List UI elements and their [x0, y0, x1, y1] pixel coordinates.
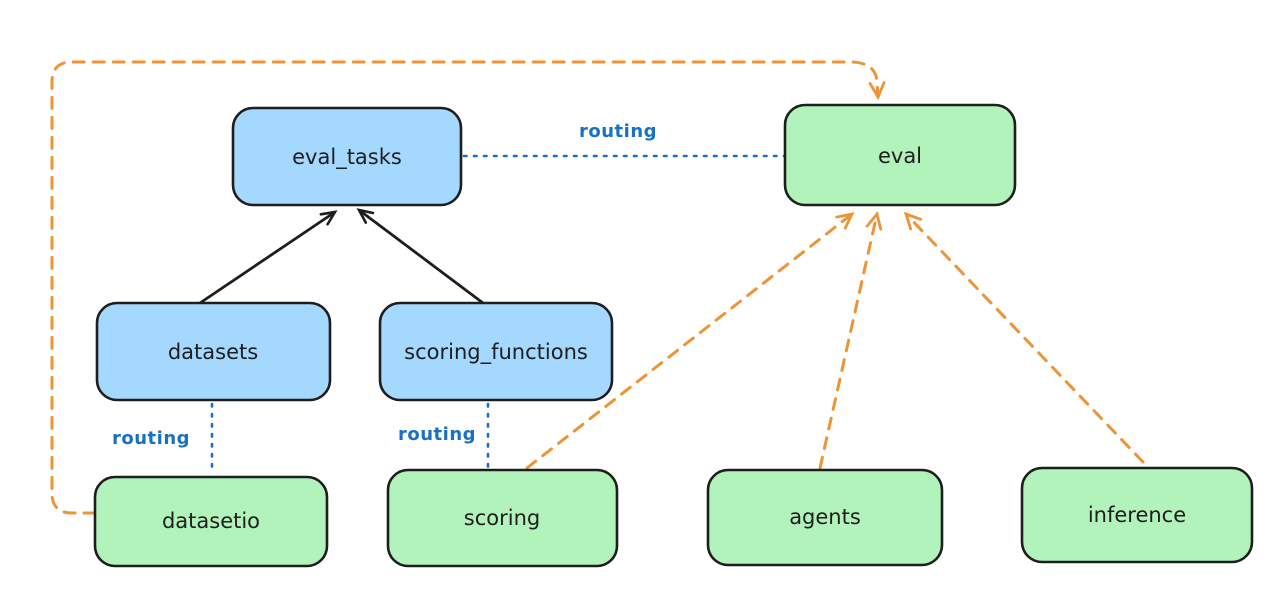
edge-inference-to-eval — [903, 211, 1145, 464]
node-eval: eval — [783, 103, 1017, 207]
node-datasets-box — [95, 301, 332, 402]
node-agents-box — [706, 468, 944, 567]
node-eval-box — [783, 103, 1017, 207]
edge-label-routing-datasets: routing — [112, 428, 190, 449]
node-inference-box — [1020, 466, 1254, 564]
node-datasetio: datasetio — [93, 475, 329, 568]
edge-datasets-to-eval-tasks — [199, 210, 338, 305]
edge-label-routing-top: routing — [579, 121, 657, 142]
node-agents: agents — [706, 468, 944, 567]
node-scoring-functions: scoring_functions — [378, 301, 614, 402]
node-inference: inference — [1020, 466, 1254, 564]
node-scoring-label: scoring — [464, 506, 540, 530]
node-scoring-box — [386, 468, 619, 568]
edge-scoring-to-eval — [525, 212, 855, 470]
edge-datasetio-to-eval — [50, 60, 886, 515]
edge-label-routing-scoring: routing — [398, 424, 476, 445]
node-agents-label: agents — [789, 505, 861, 529]
node-inference-label: inference — [1088, 503, 1186, 527]
edge-agents-to-eval — [818, 210, 883, 470]
node-datasets: datasets — [95, 301, 332, 402]
node-scoring: scoring — [386, 468, 619, 568]
node-eval-label: eval — [878, 144, 922, 168]
edge-scoring-functions-to-eval-tasks — [356, 208, 484, 305]
node-eval-tasks-label: eval_tasks — [292, 145, 402, 170]
node-eval-tasks-box — [231, 106, 463, 207]
node-scoring-functions-box — [378, 301, 614, 402]
node-datasetio-box — [93, 475, 329, 568]
node-datasets-label: datasets — [168, 340, 258, 364]
node-scoring-functions-label: scoring_functions — [404, 340, 588, 365]
node-eval-tasks: eval_tasks — [231, 106, 463, 207]
node-datasetio-label: datasetio — [162, 509, 260, 533]
